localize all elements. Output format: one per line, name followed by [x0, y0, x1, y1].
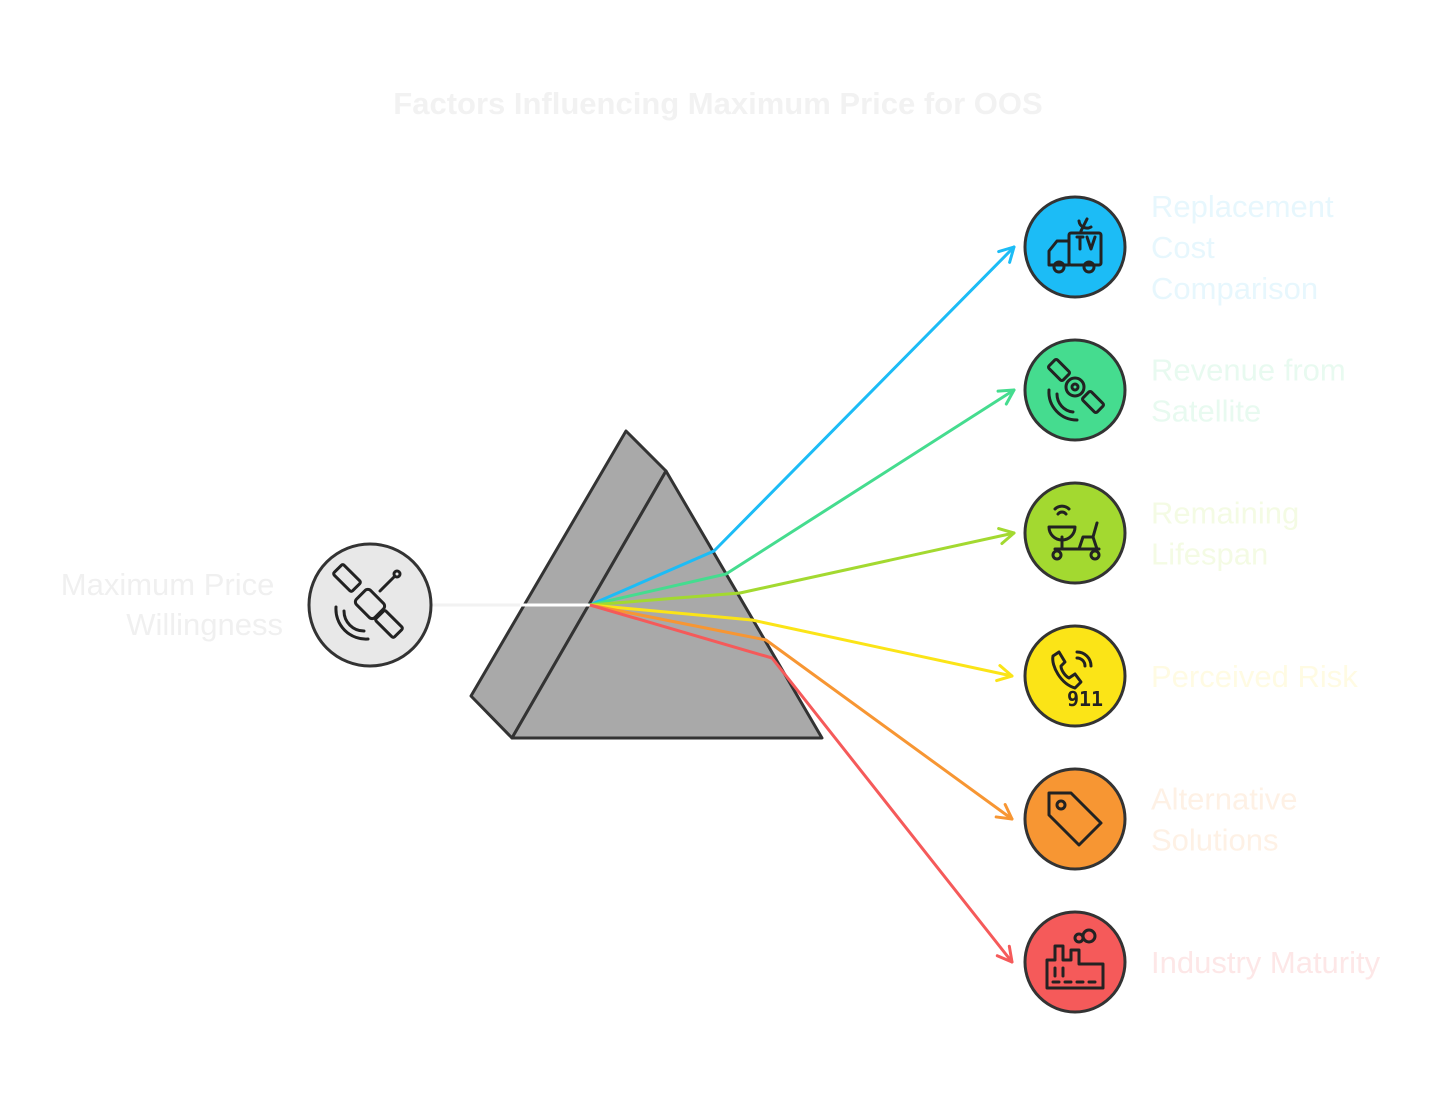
ray-arrow-6 — [770, 656, 1014, 964]
ray-2 — [589, 572, 727, 607]
ray-5 — [589, 603, 767, 642]
ray-arrow-3 — [738, 531, 1016, 595]
factory-icon — [1045, 928, 1105, 990]
factor-label-line: Replacement — [1151, 189, 1334, 224]
factor-label-line: Alternative — [1151, 782, 1297, 817]
ray-3 — [589, 591, 741, 607]
factor-label-line: Solutions — [1151, 823, 1279, 858]
satellite-dish-icon — [1047, 358, 1105, 422]
ray-arrow-2 — [724, 388, 1016, 576]
factor-label-line: Comparison — [1151, 271, 1318, 306]
prism — [469, 429, 824, 740]
arrowhead-4 — [995, 664, 1014, 683]
arrowhead-6 — [995, 944, 1014, 964]
emergency-phone-icon: 911 — [1051, 650, 1103, 711]
factor-node-6: Industry Maturity — [1023, 910, 1381, 1014]
factor-label-line: Satellite — [1151, 394, 1261, 429]
factor-label-4: Perceived Risk — [1151, 659, 1358, 694]
tv-van-icon — [1047, 217, 1103, 274]
ray-arrow-1 — [712, 245, 1016, 553]
ray-6 — [589, 603, 773, 660]
arrowhead-3 — [997, 527, 1016, 545]
source-label-line-1: Maximum Price — [61, 567, 275, 602]
factor-label-line: Revenue from — [1151, 353, 1346, 388]
ray-1 — [589, 549, 715, 607]
factor-label-line: Industry Maturity — [1151, 945, 1381, 980]
source-node: Maximum Price Willingness — [61, 542, 433, 668]
arrowhead-5 — [994, 803, 1014, 821]
ray-arrow-4 — [750, 618, 1014, 678]
price-tag-icon — [1047, 791, 1103, 847]
arrowhead-1 — [997, 245, 1016, 264]
rover-icon — [1047, 504, 1101, 561]
factor-node-4: 911 Perceived Risk — [1023, 624, 1358, 728]
source-label: Maximum Price Willingness — [61, 567, 283, 642]
svg-text:911: 911 — [1067, 687, 1103, 711]
dispersed-rays — [589, 245, 1016, 964]
factor-label-line: Cost — [1151, 230, 1215, 265]
arrowhead-2 — [996, 388, 1016, 406]
factor-label-line: Perceived Risk — [1151, 659, 1358, 694]
diagram-title: Factors Influencing Maximum Price for OO… — [393, 86, 1042, 121]
factor-label-6: Industry Maturity — [1151, 945, 1381, 980]
ray-arrow-5 — [764, 638, 1014, 821]
satellite-icon — [332, 563, 404, 641]
ray-4 — [589, 603, 753, 622]
factor-label-line: Remaining — [1151, 496, 1299, 531]
source-label-line-2: Willingness — [126, 607, 283, 642]
factor-label-line: Lifespan — [1151, 537, 1268, 572]
